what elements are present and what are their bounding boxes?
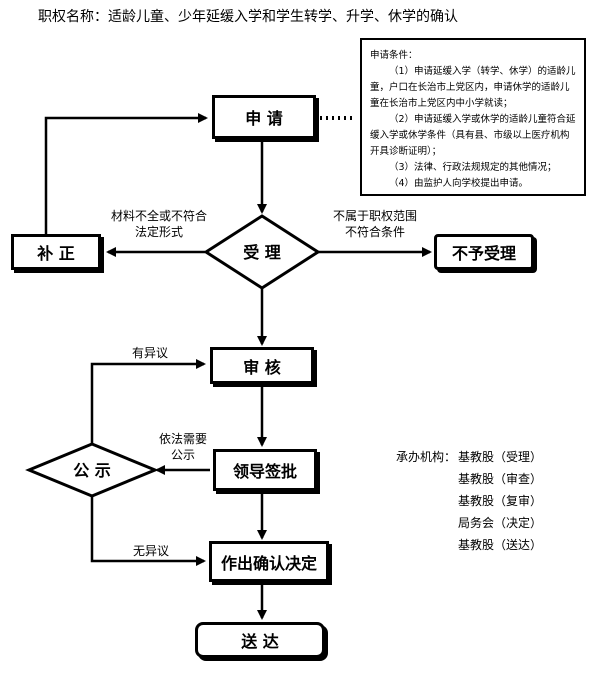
agency-item: 基教股（审查）	[458, 472, 543, 486]
agency-item: 局务会（决定）	[458, 516, 543, 530]
condition-item: （1）申请延缓入学（转学、休学）的适龄儿童，户口在长治市上党区内，申请休学的适龄…	[370, 66, 576, 109]
edge-label-line: 法定形式	[134, 225, 183, 239]
review-label: 审 核	[243, 357, 281, 377]
leader-sign-box: 领导签批	[213, 449, 317, 491]
edge-label-out-of-scope: 不属于职权范围 不符合条件	[325, 208, 425, 240]
edge-label-line: 不属于职权范围	[332, 209, 417, 223]
page-title: 职权名称：适龄儿童、少年延缓入学和学生转学、升学、休学的确认	[38, 9, 458, 25]
decision-label: 作出确认决定	[220, 553, 317, 573]
arrow-correct-to-apply	[44, 113, 208, 234]
deliver-box: 送 达	[195, 622, 325, 658]
edge-label-line: 材料不全或不符合	[110, 209, 207, 223]
condition-item: （4）由监护人向学校提出申请。	[389, 178, 529, 189]
agency-label: 承办机构：	[396, 450, 457, 464]
publicize-label: 公 示	[73, 461, 111, 480]
apply-label: 申 请	[245, 109, 283, 128]
edge-label-line: 公示	[170, 448, 195, 462]
edge-label-line: 依法需要	[158, 432, 207, 446]
correct-label: 补 正	[37, 244, 75, 263]
edge-label-line: 不符合条件	[344, 225, 405, 239]
agency-item: 基教股（受理）	[458, 450, 543, 464]
edge-label-objection: 有异议	[132, 346, 169, 360]
agency-item: 基教股（送达）	[458, 538, 543, 552]
decision-box: 作出确认决定	[209, 541, 329, 582]
conditions-panel: 申请条件： （1）申请延缓入学（转学、休学）的适龄儿童，户口在长治市上党区内，申…	[360, 38, 586, 196]
arrow-publicize-to-decision	[90, 496, 206, 566]
edge-label-no-objection: 无异议	[133, 544, 170, 558]
edge-label-incomplete: 材料不全或不符合 法定形式	[104, 208, 214, 240]
apply-box: 申 请	[212, 95, 316, 139]
publicize-diamond	[25, 442, 159, 498]
agency-item: 基教股（复审）	[458, 494, 543, 508]
accept-label: 受 理	[243, 243, 281, 262]
arrow-publicize-to-review	[90, 359, 206, 444]
accept-diamond	[203, 214, 321, 290]
conditions-heading: 申请条件：	[370, 50, 418, 61]
reject-label: 不予受理	[451, 244, 516, 263]
condition-item: （3）法律、行政法规规定的其他情况；	[389, 162, 557, 173]
deliver-label: 送 达	[241, 632, 279, 651]
edge-label-publicize-need: 依法需要 公示	[155, 431, 211, 463]
reject-box: 不予受理	[434, 234, 534, 270]
condition-item: （2）申请延缓入学或休学的适龄儿童符合延缓入学或休学条件（具有县、市级以上医疗机…	[370, 114, 576, 157]
review-box: 审 核	[210, 347, 314, 384]
leader-sign-label: 领导签批	[232, 462, 297, 481]
correct-box: 补 正	[11, 234, 101, 270]
